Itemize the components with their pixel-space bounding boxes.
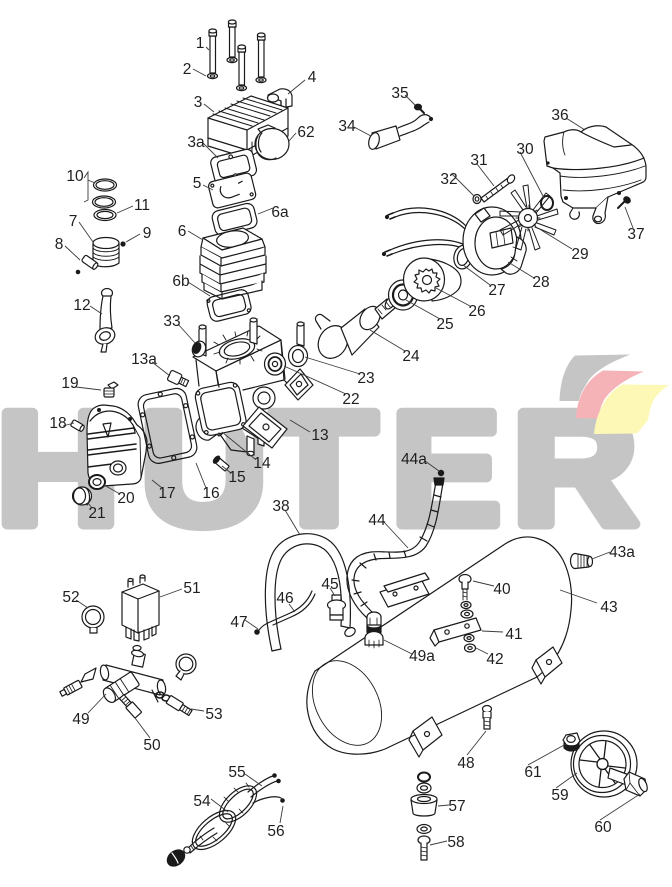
svg-text:1: 1 bbox=[196, 35, 205, 52]
svg-text:55: 55 bbox=[228, 764, 245, 781]
svg-text:52: 52 bbox=[62, 589, 79, 606]
svg-text:57: 57 bbox=[448, 798, 465, 815]
svg-text:4: 4 bbox=[308, 69, 317, 86]
svg-text:23: 23 bbox=[357, 370, 374, 387]
svg-text:15: 15 bbox=[228, 469, 245, 486]
svg-text:54: 54 bbox=[193, 793, 211, 810]
svg-text:51: 51 bbox=[183, 580, 200, 597]
svg-text:27: 27 bbox=[488, 282, 505, 299]
svg-text:56: 56 bbox=[267, 823, 284, 840]
svg-text:29: 29 bbox=[571, 246, 588, 263]
svg-text:12: 12 bbox=[73, 297, 90, 314]
svg-text:62: 62 bbox=[297, 124, 314, 141]
svg-text:46: 46 bbox=[276, 590, 293, 607]
svg-text:36: 36 bbox=[551, 107, 568, 124]
svg-text:24: 24 bbox=[402, 348, 420, 365]
svg-text:21: 21 bbox=[88, 505, 105, 522]
svg-text:33: 33 bbox=[163, 313, 180, 330]
svg-text:31: 31 bbox=[470, 152, 487, 169]
svg-text:25: 25 bbox=[436, 316, 453, 333]
svg-text:6a: 6a bbox=[271, 204, 289, 221]
svg-text:13: 13 bbox=[311, 427, 328, 444]
svg-text:44a: 44a bbox=[401, 451, 427, 468]
svg-text:17: 17 bbox=[158, 485, 175, 502]
svg-text:50: 50 bbox=[143, 737, 161, 754]
svg-text:34: 34 bbox=[338, 118, 356, 135]
svg-text:30: 30 bbox=[516, 141, 534, 158]
svg-text:43a: 43a bbox=[609, 544, 635, 561]
svg-text:53: 53 bbox=[205, 706, 222, 723]
svg-text:10: 10 bbox=[66, 168, 84, 185]
svg-text:58: 58 bbox=[447, 834, 464, 851]
svg-text:49: 49 bbox=[72, 711, 89, 728]
svg-text:16: 16 bbox=[202, 485, 219, 502]
svg-text:35: 35 bbox=[391, 85, 408, 102]
svg-text:E: E bbox=[391, 379, 501, 559]
svg-text:47: 47 bbox=[230, 614, 247, 631]
svg-text:18: 18 bbox=[49, 415, 66, 432]
svg-text:44: 44 bbox=[368, 512, 386, 529]
svg-text:26: 26 bbox=[468, 303, 485, 320]
svg-text:37: 37 bbox=[627, 226, 644, 243]
svg-text:11: 11 bbox=[134, 197, 150, 214]
svg-text:22: 22 bbox=[342, 391, 359, 408]
svg-text:5: 5 bbox=[193, 175, 202, 192]
svg-text:49a: 49a bbox=[409, 648, 435, 665]
svg-text:48: 48 bbox=[457, 755, 474, 772]
svg-text:3a: 3a bbox=[187, 134, 205, 151]
svg-text:38: 38 bbox=[272, 498, 289, 515]
svg-text:6b: 6b bbox=[172, 273, 189, 290]
svg-text:T: T bbox=[262, 378, 376, 558]
svg-text:8: 8 bbox=[55, 236, 64, 253]
svg-text:9: 9 bbox=[143, 225, 152, 242]
svg-text:45: 45 bbox=[321, 576, 338, 593]
svg-text:41: 41 bbox=[505, 626, 522, 643]
svg-text:43: 43 bbox=[600, 599, 617, 616]
svg-text:3: 3 bbox=[194, 94, 203, 111]
svg-text:28: 28 bbox=[532, 274, 549, 291]
svg-text:61: 61 bbox=[524, 764, 541, 781]
svg-text:60: 60 bbox=[594, 819, 612, 836]
svg-text:19: 19 bbox=[61, 375, 78, 392]
svg-text:13a: 13a bbox=[131, 351, 157, 368]
svg-text:7: 7 bbox=[69, 213, 78, 230]
svg-text:42: 42 bbox=[486, 651, 503, 668]
svg-text:32: 32 bbox=[440, 171, 457, 188]
svg-text:6: 6 bbox=[178, 223, 187, 240]
svg-text:40: 40 bbox=[493, 581, 511, 598]
svg-text:20: 20 bbox=[117, 490, 135, 507]
svg-text:14: 14 bbox=[253, 455, 271, 472]
svg-text:2: 2 bbox=[183, 61, 192, 78]
svg-text:59: 59 bbox=[551, 787, 568, 804]
